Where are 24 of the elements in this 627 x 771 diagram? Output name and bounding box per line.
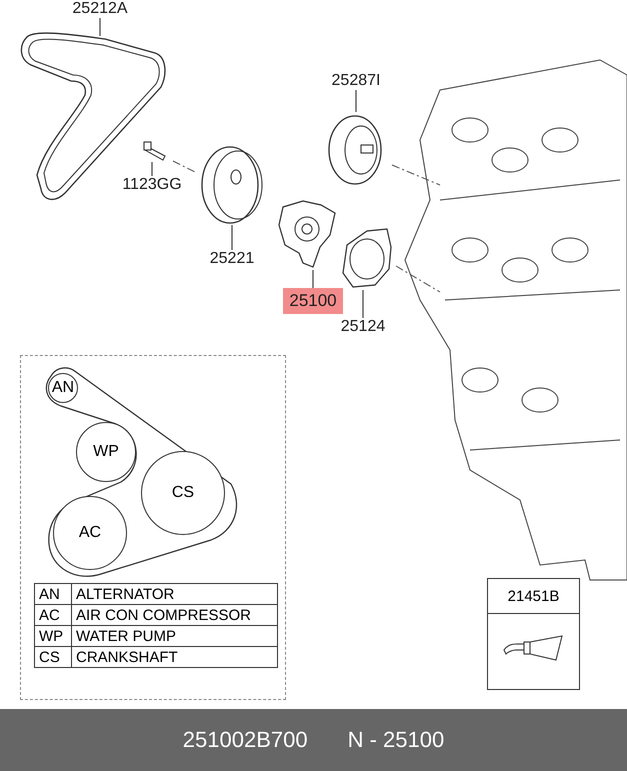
table-cell: WATER PUMP <box>72 626 278 646</box>
table-cell: AC <box>34 604 72 626</box>
part-number-text: 251002B700 <box>182 727 308 753</box>
table-cell: WP <box>34 626 72 646</box>
part-box <box>487 578 580 690</box>
pulley-circle: AN <box>48 373 78 403</box>
callout-number: 25100 <box>283 288 343 314</box>
leader-line <box>312 270 314 288</box>
leader-line <box>362 290 364 318</box>
table-cell: CRANKSHAFT <box>72 646 278 668</box>
belt-layout-panel <box>20 355 286 700</box>
part-number-text: N - 25100 <box>348 727 444 753</box>
part-number-header: 21451B <box>488 579 579 614</box>
callout-number: 25221 <box>204 250 260 268</box>
callout-number: 25124 <box>336 318 390 336</box>
pulley-circle: CS <box>141 451 225 535</box>
table-cell: AN <box>34 584 72 604</box>
table-cell: CS <box>34 646 72 668</box>
pulley-circle: WP <box>76 422 136 482</box>
table-cell: ALTERNATOR <box>72 584 278 604</box>
table-cell: AIR CON COMPRESSOR <box>72 604 278 626</box>
callout-number: 25212A <box>62 0 138 18</box>
pulley-circle: AC <box>53 496 127 570</box>
callout-number: 25287I <box>325 72 387 90</box>
